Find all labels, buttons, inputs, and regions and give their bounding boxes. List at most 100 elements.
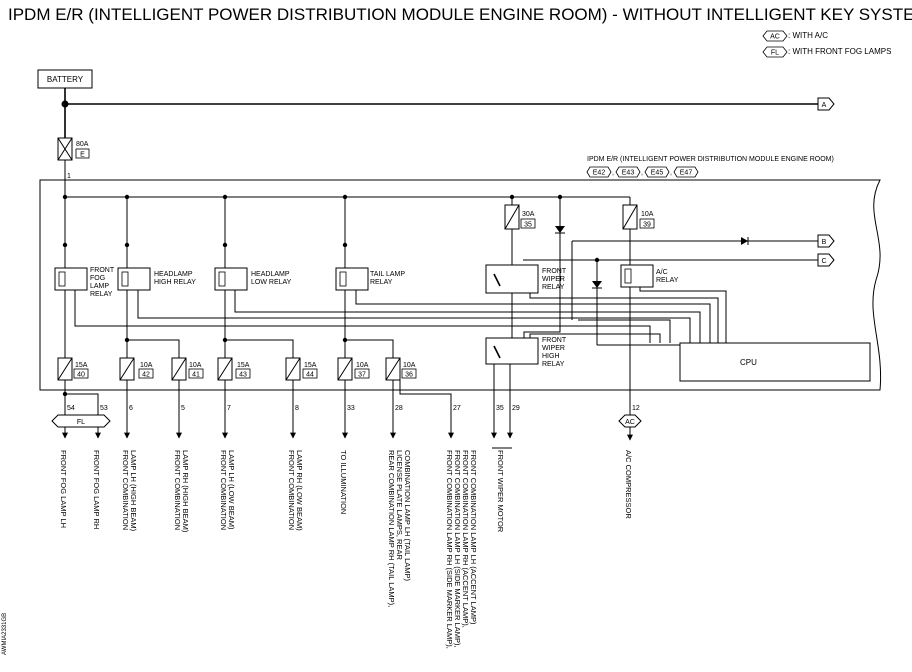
- svg-text:80A: 80A: [76, 141, 89, 148]
- diode-wiper: [555, 226, 565, 233]
- ac-option-tag: AC: [618, 414, 642, 428]
- svg-text:CPU: CPU: [740, 358, 757, 367]
- relay-tail-lamp: TAIL LAMP RELAY: [335, 267, 405, 291]
- diagram-title: IPDM E/R (INTELLIGENT POWER DISTRIBUTION…: [8, 5, 912, 24]
- module-connectors: E42 , E43 , E45 , E47: [586, 166, 699, 178]
- svg-text:30A: 30A: [522, 211, 535, 218]
- diode-c: [592, 281, 602, 288]
- svg-text:HIGH RELAY: HIGH RELAY: [154, 279, 196, 286]
- module-title: IPDM E/R (INTELLIGENT POWER DISTRIBUTION…: [587, 156, 834, 163]
- svg-text:RELAY: RELAY: [656, 277, 679, 284]
- output-low-beam-rh: FRONT COMBINATION LAMP RH (LOW BEAM): [287, 450, 304, 531]
- svg-text:RELAY: RELAY: [542, 284, 565, 291]
- svg-text:10A: 10A: [140, 362, 153, 369]
- output-high-beam-lh: FRONT COMBINATION LAMP LH (HIGH BEAM): [121, 450, 138, 532]
- svg-text:AC: AC: [625, 419, 635, 426]
- svg-text:1: 1: [67, 173, 71, 180]
- svg-text:HEADLAMP: HEADLAMP: [154, 271, 193, 278]
- svg-text:FRONT WIPER MOTOR: FRONT WIPER MOTOR: [496, 450, 505, 533]
- svg-text:FRONT COMBINATION LAMP RH (ACC: FRONT COMBINATION LAMP RH (ACCENT LAMP),: [461, 450, 470, 628]
- svg-text:COMBINATION LAMP LH (TAIL LAMP: COMBINATION LAMP LH (TAIL LAMP): [403, 450, 412, 581]
- svg-text:REAR COMBINATION LAMP RH (TAIL: REAR COMBINATION LAMP RH (TAIL LAMP),: [387, 450, 396, 607]
- relay-headlamp-low: HEADLAMP LOW RELAY: [214, 267, 292, 291]
- fl-option-tag: FL: [51, 414, 111, 428]
- connector-ref-a: A: [817, 97, 835, 111]
- svg-text:A/C: A/C: [656, 269, 668, 276]
- svg-text:10A: 10A: [356, 362, 369, 369]
- svg-text:LAMP LH (HIGH BEAM): LAMP LH (HIGH BEAM): [129, 450, 138, 532]
- output-tail-lamps: REAR COMBINATION LAMP RH (TAIL LAMP), LI…: [387, 450, 412, 607]
- fuse-10a-42: 10A 42: [119, 357, 154, 381]
- legend-ac: AC: WITH A/C: [762, 30, 828, 42]
- svg-text:FRONT COMBINATION LAMP LH (SID: FRONT COMBINATION LAMP LH (SIDE MARKER L…: [453, 450, 462, 648]
- svg-text:LAMP LH (LOW BEAM): LAMP LH (LOW BEAM): [227, 450, 236, 530]
- svg-text:29: 29: [512, 405, 520, 412]
- fuse-15a-43: 15A 43: [217, 357, 251, 381]
- svg-text:FRONT COMBINATION LAMP RH (SID: FRONT COMBINATION LAMP RH (SIDE MARKER L…: [445, 450, 454, 649]
- svg-text:B: B: [822, 239, 827, 246]
- svg-text:FRONT COMBINATION LAMP LH (ACC: FRONT COMBINATION LAMP LH (ACCENT LAMP): [469, 450, 478, 625]
- svg-text:35: 35: [524, 222, 532, 229]
- svg-text:E42: E42: [593, 170, 606, 177]
- relay-headlamp-high: HEADLAMP HIGH RELAY: [117, 267, 196, 291]
- output-front-fog-lh: FRONT FOG LAMP LH: [59, 450, 68, 528]
- svg-text:,: ,: [641, 170, 643, 177]
- svg-text:36: 36: [405, 372, 413, 379]
- relay-ac: A/C RELAY: [620, 264, 679, 288]
- svg-text:8: 8: [295, 405, 299, 412]
- svg-text:6: 6: [129, 405, 133, 412]
- fuse-10a-39: 10A 39: [622, 204, 655, 230]
- svg-text:LAMP RH (HIGH BEAM): LAMP RH (HIGH BEAM): [181, 450, 190, 533]
- svg-text:43: 43: [239, 372, 247, 379]
- relay-front-fog: FRONT FOG LAMP RELAY: [54, 267, 115, 298]
- svg-text:C: C: [821, 258, 826, 265]
- svg-text:10A: 10A: [641, 211, 654, 218]
- module-boundary: [39, 179, 882, 391]
- svg-text:FRONT FOG LAMP RH: FRONT FOG LAMP RH: [92, 450, 101, 529]
- output-high-beam-rh: FRONT COMBINATION LAMP RH (HIGH BEAM): [173, 450, 190, 533]
- svg-text:10A: 10A: [189, 362, 202, 369]
- fuse-10a-41: 10A 41: [171, 357, 204, 381]
- svg-text:35: 35: [496, 405, 504, 412]
- svg-text:TO ILLUMINATION: TO ILLUMINATION: [339, 450, 348, 514]
- svg-text:E: E: [80, 152, 85, 159]
- fuse-10a-37: 10A 37: [337, 357, 370, 381]
- output-front-fog-rh: FRONT FOG LAMP RH: [92, 450, 101, 529]
- connector-ref-c: C: [817, 253, 835, 267]
- svg-text:,: ,: [670, 170, 672, 177]
- svg-text:28: 28: [395, 405, 403, 412]
- svg-text:42: 42: [142, 372, 150, 379]
- output-low-beam-lh: FRONT COMBINATION LAMP LH (LOW BEAM): [219, 450, 236, 530]
- svg-text:41: 41: [192, 372, 200, 379]
- fuse-15a-44: 15A 44: [285, 357, 318, 381]
- output-ac-compressor: A/C COMPRESSOR: [624, 450, 633, 519]
- svg-text:15A: 15A: [237, 362, 250, 369]
- svg-text:RELAY: RELAY: [370, 279, 393, 286]
- fuse-10a-36: 10A 36: [385, 357, 417, 381]
- relay-front-wiper-high: FRONT WIPER HIGH RELAY: [485, 337, 567, 368]
- svg-text:15A: 15A: [304, 362, 317, 369]
- svg-text:WIPER: WIPER: [542, 276, 565, 283]
- svg-text:HEADLAMP: HEADLAMP: [251, 271, 290, 278]
- svg-text:37: 37: [358, 372, 366, 379]
- relay-front-wiper: FRONT WIPER RELAY: [485, 264, 567, 294]
- svg-text:FRONT COMBINATION: FRONT COMBINATION: [121, 450, 130, 530]
- svg-text:40: 40: [77, 372, 85, 379]
- svg-text:E45: E45: [651, 170, 664, 177]
- svg-text:FL: FL: [77, 419, 85, 426]
- svg-text:BATTERY: BATTERY: [47, 75, 84, 84]
- battery: BATTERY: [37, 69, 93, 89]
- connector-ref-b: B: [817, 234, 835, 248]
- svg-text:TAIL LAMP: TAIL LAMP: [370, 271, 405, 278]
- diode-b: [741, 237, 748, 245]
- svg-text:HIGH: HIGH: [542, 353, 560, 360]
- svg-text:LAMP: LAMP: [90, 283, 109, 290]
- svg-text:FRONT: FRONT: [542, 337, 567, 344]
- svg-text:FRONT: FRONT: [542, 268, 567, 275]
- svg-text:33: 33: [347, 405, 355, 412]
- fuse-15a-40: 15A 40: [57, 357, 89, 381]
- svg-text:AC: AC: [770, 34, 780, 41]
- svg-text:FRONT FOG LAMP LH: FRONT FOG LAMP LH: [59, 450, 68, 528]
- svg-text:RELAY: RELAY: [90, 291, 113, 298]
